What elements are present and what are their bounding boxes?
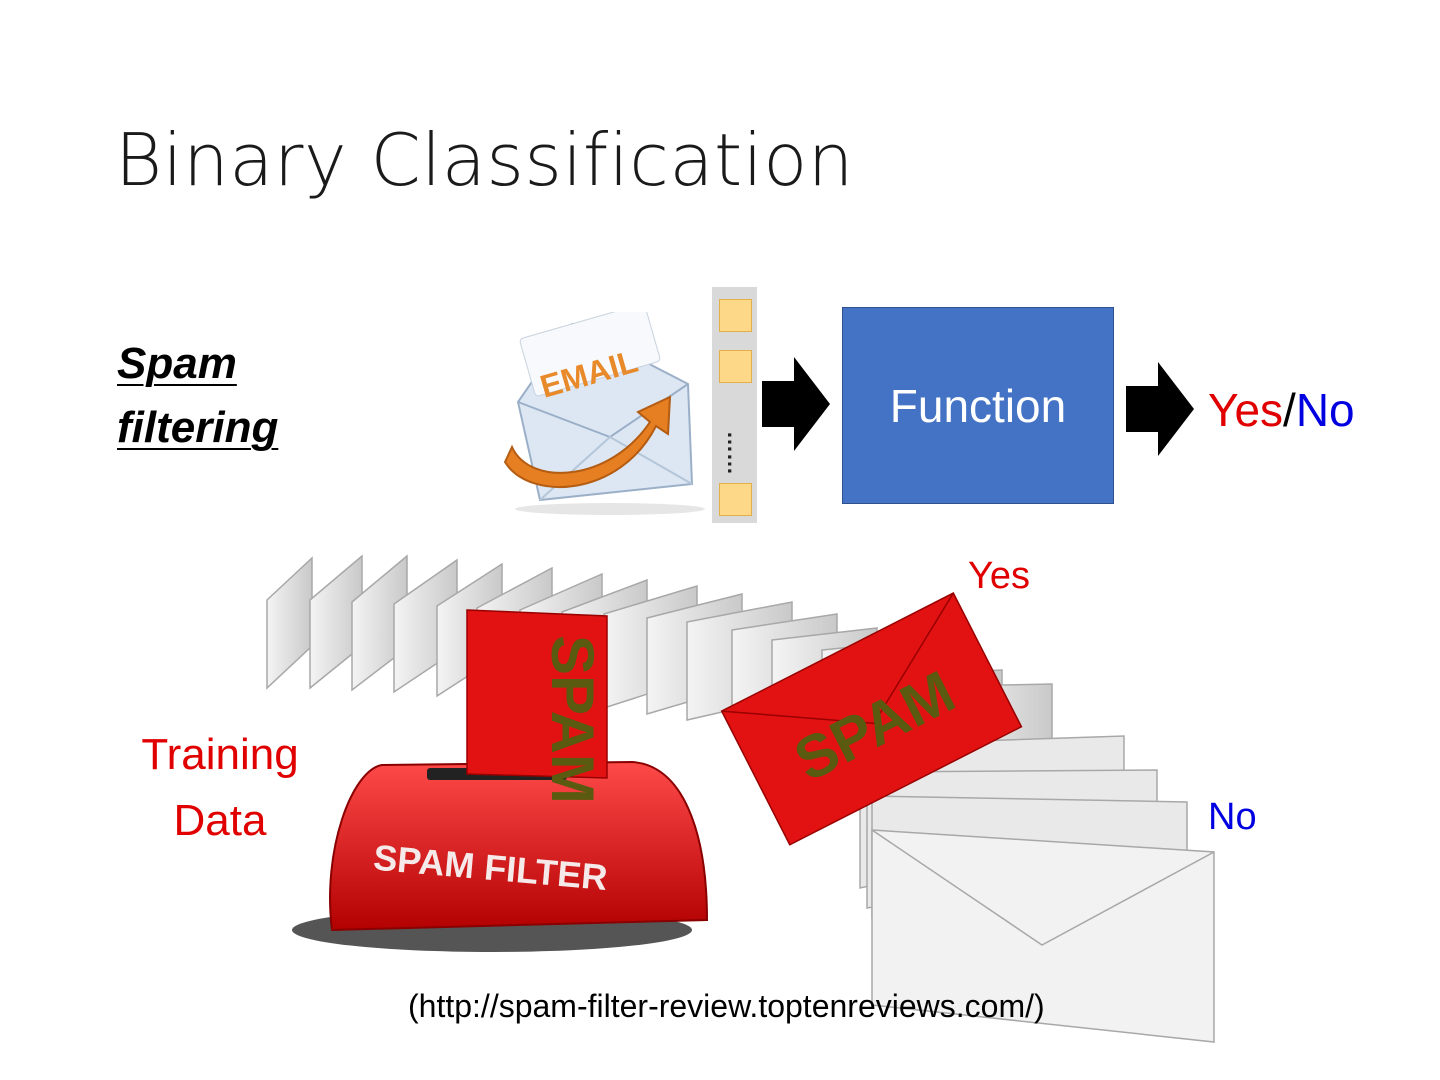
spam-filtering-label: Spam filtering bbox=[117, 332, 278, 460]
envelope-icon bbox=[871, 829, 1215, 1043]
output-no: No bbox=[1295, 384, 1355, 436]
function-box: Function bbox=[842, 307, 1114, 504]
example-yes-label: Yes bbox=[968, 555, 1030, 597]
output-yes: Yes bbox=[1208, 384, 1284, 436]
right-arrow-icon bbox=[1126, 362, 1194, 456]
training-line1: Training bbox=[141, 730, 299, 779]
source-citation: (http://spam-filter-review.toptenreviews… bbox=[408, 988, 1045, 1024]
training-line2: Data bbox=[173, 796, 267, 845]
spam-label-line1: Spam bbox=[117, 339, 237, 388]
output-label: Yes/No bbox=[1208, 383, 1355, 437]
envelope-stream-illustration: SPAM SPAM FILTER SPAM bbox=[266, 554, 1215, 1043]
feature-cell bbox=[719, 299, 752, 332]
output-slash: / bbox=[1283, 384, 1296, 436]
spam-card-text: SPAM bbox=[539, 635, 606, 804]
spam-filter-box-illustration: SPAM SPAM FILTER bbox=[292, 609, 709, 952]
email-icon: EMAIL bbox=[503, 312, 705, 515]
spam-label-line2: filtering bbox=[117, 403, 279, 452]
envelope-icon bbox=[266, 556, 313, 690]
training-data-label: Training Data bbox=[120, 722, 320, 854]
feature-cell bbox=[719, 483, 752, 516]
feature-ellipsis: …… bbox=[723, 431, 748, 475]
right-arrow-icon bbox=[762, 357, 830, 451]
example-no-label: No bbox=[1208, 796, 1257, 838]
feature-cell bbox=[719, 350, 752, 383]
slide-title: Binary Classification bbox=[115, 118, 854, 202]
